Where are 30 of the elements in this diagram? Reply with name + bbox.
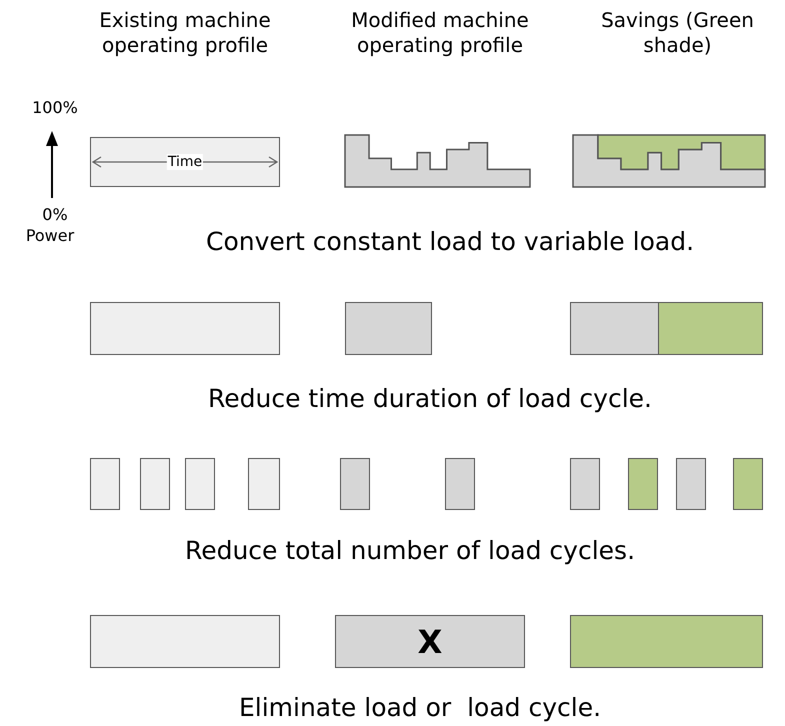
savings-bar (570, 615, 763, 668)
savings-bar (733, 458, 763, 510)
row-caption: Reduce total number of load cycles. (184, 535, 636, 566)
load-bar (335, 615, 525, 668)
load-bar (90, 458, 120, 510)
savings-bar (658, 302, 763, 355)
cross-mark: X (418, 622, 442, 660)
axis-label: Power (24, 226, 76, 246)
row-caption: Convert constant load to variable load. (204, 226, 696, 258)
load-bar (340, 458, 370, 510)
row-caption: Reduce time duration of load cycle. (207, 383, 653, 414)
axis-label: 100% (31, 98, 79, 118)
axis-label: Time (166, 154, 204, 170)
savings-bar (628, 458, 658, 510)
column-heading: Savings (Green shade) (600, 8, 755, 58)
load-bar (570, 302, 659, 355)
load-bar (90, 615, 280, 668)
axis-label: 0% (41, 205, 69, 225)
time-bar (90, 137, 280, 187)
load-bar (248, 458, 280, 510)
load-bar (570, 458, 600, 510)
column-heading: Existing machine operating profile (98, 8, 272, 58)
load-bar (90, 302, 280, 355)
load-bar (185, 458, 215, 510)
column-heading: Modified machine operating profile (350, 8, 530, 58)
load-bar (676, 458, 706, 510)
row-caption: Eliminate load or load cycle. (238, 692, 602, 724)
load-bar (140, 458, 170, 510)
load-bar (445, 458, 475, 510)
load-bar (345, 302, 432, 355)
